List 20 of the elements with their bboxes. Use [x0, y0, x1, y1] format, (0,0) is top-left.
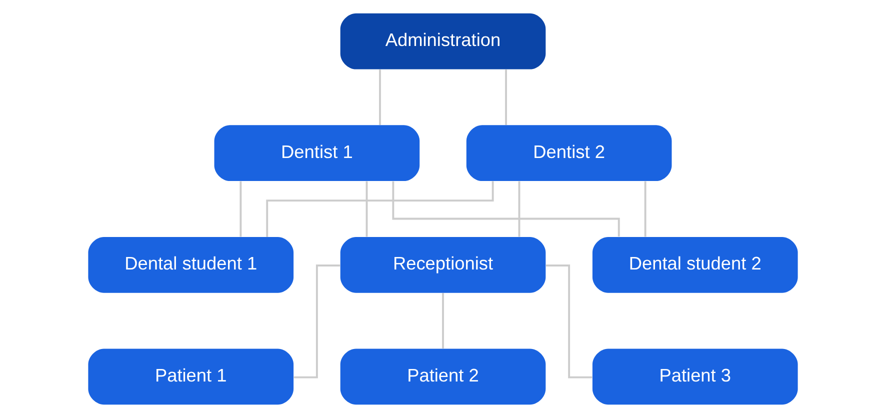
node-box: Dental student 1 — [88, 236, 294, 293]
connector — [442, 293, 444, 348]
connector — [378, 70, 380, 125]
node-box: Dentist 1 — [214, 125, 420, 182]
connector — [293, 264, 340, 378]
connector — [504, 70, 506, 125]
node-box: Dental student 2 — [592, 236, 798, 293]
node-box: Administration — [340, 13, 546, 70]
connector — [392, 181, 620, 236]
connector — [365, 181, 368, 237]
node-box: Dentist 2 — [466, 125, 672, 182]
node-box: Patient 2 — [340, 348, 546, 405]
node-box: Patient 3 — [592, 348, 798, 405]
node-box: Patient 1 — [88, 348, 294, 405]
connector — [518, 181, 520, 237]
connector — [644, 181, 646, 237]
connector — [239, 181, 242, 237]
connector — [545, 264, 592, 378]
connector — [266, 181, 494, 237]
node-box: Receptionist — [340, 236, 546, 293]
